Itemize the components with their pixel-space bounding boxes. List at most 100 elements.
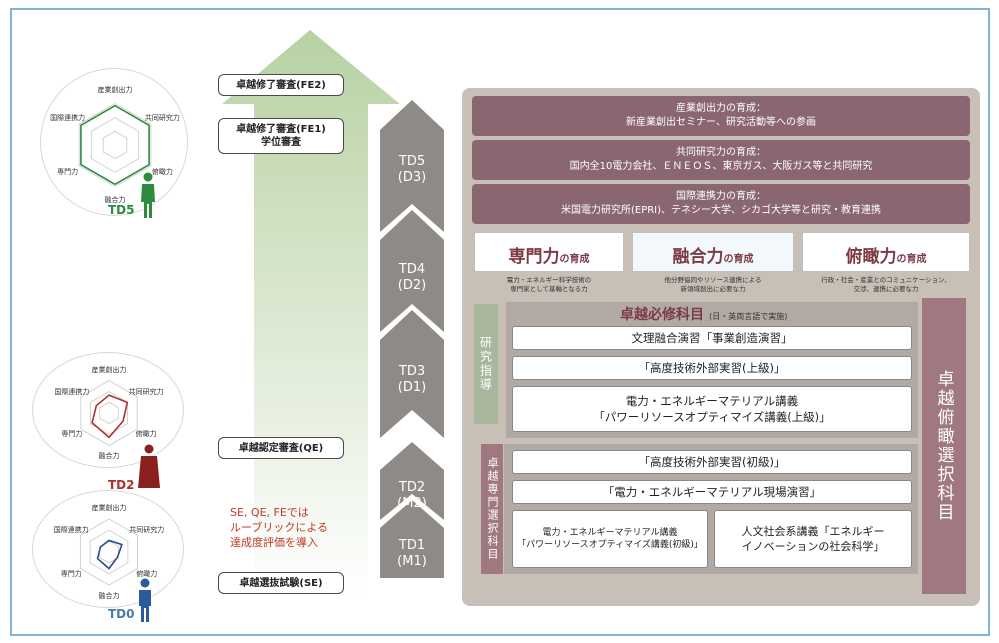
radar-grid <box>99 540 119 564</box>
radar-td0-label: TD0 <box>108 607 135 621</box>
radar-grid <box>79 518 139 586</box>
stage-td1: TD1 (M1) <box>382 538 442 570</box>
person-td0-icon <box>138 578 152 622</box>
overview-elective-label: 卓越俯瞰選択科目 <box>922 298 966 594</box>
stage-td3: TD3 (D1) <box>382 364 442 396</box>
skill-fusion-desc-line: 新領域創出に必要な力 <box>680 285 746 293</box>
course-energy-innovation-line: イノベーションの社会科学」 <box>741 540 885 553</box>
course-advanced-external-label: 「高度技術外部実習(上級)」 <box>638 361 786 375</box>
radar-axis-label: 国際連携力 <box>50 113 86 122</box>
review-qe-label: 卓越認定審査(QE) <box>238 442 324 454</box>
radar-axis-label: 俯瞰力 <box>136 569 158 578</box>
course-power-resource-advanced: 電力・エネルギーマテリアル講義 「パワーリソースオプティマイズ講義(上級)」 <box>512 386 912 432</box>
band-joint-research-title: 共同研究力の育成： <box>676 147 766 158</box>
stage-td4: TD4 (D2) <box>382 262 442 294</box>
course-power-resource-basic-line: 電力・エネルギーマテリアル講義 <box>542 528 678 538</box>
course-basic-external: 「高度技術外部実習(初級)」 <box>512 450 912 474</box>
person-td5-icon <box>140 172 156 218</box>
review-fe1-label: 卓越修了審査(FE1) <box>236 124 326 135</box>
review-fe2: 卓越修了審査(FE2) <box>218 74 344 96</box>
review-qe: 卓越認定審査(QE) <box>218 437 344 459</box>
radar-grid <box>80 380 138 446</box>
radar-td2-label: TD2 <box>108 478 135 492</box>
stage-td4-shape <box>380 210 444 332</box>
skill-overview-desc-line: 交渉、連携に必要な力 <box>853 285 919 293</box>
stage-td5-shape <box>380 100 444 232</box>
rubric-note: SE, QE, FEでは ルーブリックによる 達成度評価を導入 <box>230 505 328 550</box>
stage-td2: TD2 (M2) <box>382 480 442 512</box>
stage-td5: TD5 (D3) <box>382 154 442 186</box>
radar-td5: 産業創出力共同研究力俯瞰力融合力専門力国際連携力 <box>40 68 188 216</box>
radar-axis-label: 専門力 <box>57 168 79 177</box>
skill-specialty-suffix: の育成 <box>559 254 590 265</box>
band-industry: 産業創出力の育成： 新産業創出セミナー、研究活動等への参画 <box>472 96 970 136</box>
radar-axis-label: 俯瞰力 <box>135 430 157 439</box>
skill-overview-desc: 行政・社会・産業とのコミュニケーション、 交渉、連携に必要な力 <box>802 276 970 294</box>
radar-axis-label: 共同研究力 <box>144 113 180 122</box>
radar-grid <box>90 117 140 173</box>
review-fe1: 卓越修了審査(FE1) 学位審査 <box>218 118 344 154</box>
stage-td3-shape <box>380 310 444 438</box>
band-international-desc: 米国電力研究所(EPRI)、テネシー大学、シカゴ大学等と研究・教育連携 <box>560 205 882 216</box>
skill-overview-title: 俯瞰力 <box>845 247 897 267</box>
course-power-resource-basic-line: 「パワーリソースオプティマイズ講義(初級)」 <box>517 540 703 550</box>
course-basic-external-label: 「高度技術外部実習(初級)」 <box>638 455 786 469</box>
radar-axis-label: 産業創出力 <box>91 504 127 513</box>
radar-grid <box>102 130 128 160</box>
radar-axis-label: 専門力 <box>60 569 82 578</box>
course-field-exercise-label: 「電力・エネルギーマテリアル現場演習」 <box>602 485 822 499</box>
skill-overview-suffix: の育成 <box>896 254 927 265</box>
stage-d3-label: (D3) <box>397 170 427 185</box>
rubric-note-line: SE, QE, FEでは <box>230 506 309 519</box>
course-power-resource-advanced-line: 「パワーリソースオプティマイズ講義(上級)」 <box>593 410 831 424</box>
radar-grid <box>89 529 129 575</box>
review-degree-label: 学位審査 <box>261 137 301 148</box>
stage-td2-label: TD2 <box>398 480 426 495</box>
skill-fusion-title: 融合力 <box>672 247 724 267</box>
radar-axis-label: 融合力 <box>98 591 120 600</box>
radar-axis-label: 産業創出力 <box>91 366 127 375</box>
person-td2-icon <box>138 444 160 490</box>
radar-axis-label: 専門力 <box>61 430 83 439</box>
review-se: 卓越選抜試験(SE) <box>218 572 344 594</box>
skill-overview-desc-line: 行政・社会・産業とのコミュニケーション、 <box>821 276 951 284</box>
course-power-resource-advanced-line: 電力・エネルギーマテリアル講義 <box>625 394 799 408</box>
stage-m1-label: (M1) <box>397 554 427 569</box>
skill-fusion-desc-line: 他分野協同やリソース連携による <box>664 276 762 284</box>
stage-d1-label: (D1) <box>397 380 427 395</box>
skill-specialty: 専門力 の育成 <box>474 232 624 272</box>
radar-axis-label: 産業創出力 <box>97 86 133 95</box>
band-international: 国際連携力の育成： 米国電力研究所(EPRI)、テネシー大学、シカゴ大学等と研究… <box>472 184 970 224</box>
course-advanced-external: 「高度技術外部実習(上級)」 <box>512 356 912 380</box>
radar-shape <box>96 539 123 570</box>
skill-specialty-desc-line: 電力・エネルギー科学技術の <box>506 276 592 284</box>
skill-specialty-desc: 電力・エネルギー科学技術の 専門家として基軸となる力 <box>474 276 624 294</box>
research-guidance-label: 研究指導 <box>474 304 498 424</box>
band-joint-research-desc: 国内全10電力会社、ＥＮＥＯＳ、東京ガス、大阪ガス等と共同研究 <box>569 161 873 172</box>
radar-td0-plot <box>79 518 139 586</box>
radar-axis-label: 共同研究力 <box>128 387 164 396</box>
rubric-note-line: 達成度評価を導入 <box>230 536 318 549</box>
stage-td4-label: TD4 <box>398 262 426 277</box>
stage-td2-shape <box>380 442 444 520</box>
skill-overview: 俯瞰力 の育成 <box>802 232 970 272</box>
radar-axis-label: 共同研究力 <box>129 526 165 535</box>
skill-fusion: 融合力 の育成 <box>632 232 794 272</box>
stage-chevrons <box>380 100 444 578</box>
course-energy-innovation-line: 人文社会系講義「エネルギー <box>741 525 885 538</box>
stage-td5-label: TD5 <box>398 154 426 169</box>
stage-td1-label: TD1 <box>398 538 426 553</box>
review-se-label: 卓越選抜試験(SE) <box>239 577 323 589</box>
radar-td2: 産業創出力共同研究力俯瞰力融合力専門力国際連携力 <box>32 352 184 468</box>
radar-td5-plot <box>78 103 152 187</box>
course-field-exercise: 「電力・エネルギーマテリアル現場演習」 <box>512 480 912 504</box>
rubric-note-line: ルーブリックによる <box>230 521 329 534</box>
required-title: 卓越必修科目 (日・英両言語で実施) <box>620 304 920 324</box>
band-industry-desc: 新産業創出セミナー、研究活動等への参画 <box>626 117 816 128</box>
radar-grid <box>78 103 152 187</box>
review-fe2-label: 卓越修了審査(FE2) <box>236 79 326 91</box>
stage-m2-label: (M2) <box>397 496 427 511</box>
radar-td2-plot <box>80 380 138 446</box>
band-international-title: 国際連携力の育成： <box>676 191 766 202</box>
required-title-note: (日・英両言語で実施) <box>709 312 788 321</box>
